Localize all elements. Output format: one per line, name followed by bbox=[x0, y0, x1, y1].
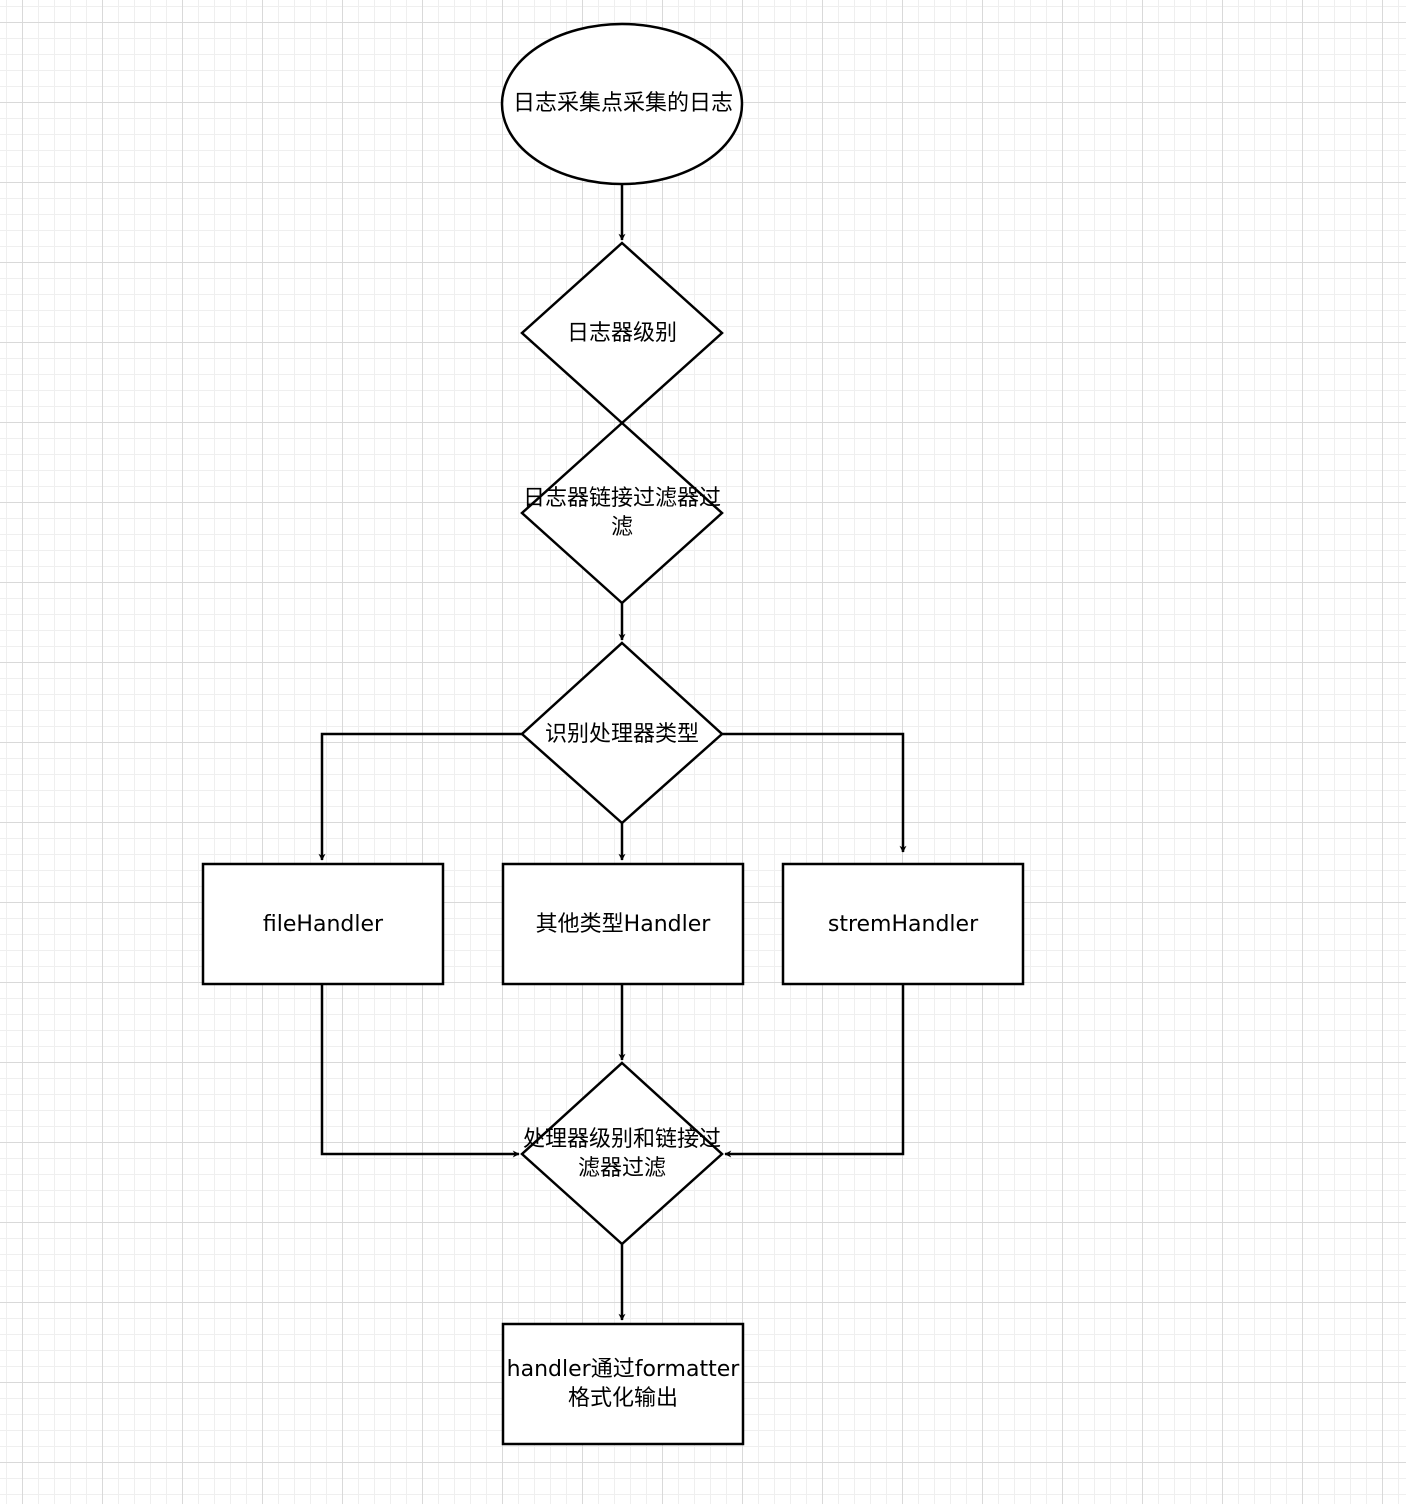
stream-handler-label: stremHandler bbox=[827, 911, 979, 937]
file-handler-label: fileHandler bbox=[262, 911, 384, 937]
file-handler-box bbox=[201, 862, 445, 986]
start-ellipse bbox=[500, 22, 744, 186]
other-handler-box bbox=[501, 862, 745, 986]
handler-filter-diamond bbox=[520, 1061, 724, 1246]
output-box bbox=[501, 1322, 745, 1446]
logger-filter-label: 日志器链接过滤器过滤 bbox=[522, 486, 721, 540]
edge-identify-to-stream-handler bbox=[722, 732, 907, 853]
output-label: handler通过formatter格式化输出 bbox=[506, 1357, 740, 1411]
handler-filter-label: 处理器级别和链接过滤器过滤 bbox=[522, 1127, 721, 1181]
edge-stream-handler-to-handler-filter bbox=[724, 984, 905, 1158]
identify-handler-label: 识别处理器类型 bbox=[544, 721, 699, 747]
stream-handler-box bbox=[781, 862, 1025, 986]
other-handler-label: 其他类型Handler bbox=[535, 911, 711, 937]
logger-filter-diamond bbox=[520, 421, 724, 605]
start-label: 日志采集点采集的日志 bbox=[512, 90, 733, 116]
logger-level-label: 日志器级别 bbox=[566, 320, 677, 346]
edge-file-handler-to-handler-filter bbox=[320, 984, 520, 1158]
edge-identify-to-file-handler bbox=[318, 732, 522, 861]
identify-handler-diamond bbox=[520, 641, 724, 825]
